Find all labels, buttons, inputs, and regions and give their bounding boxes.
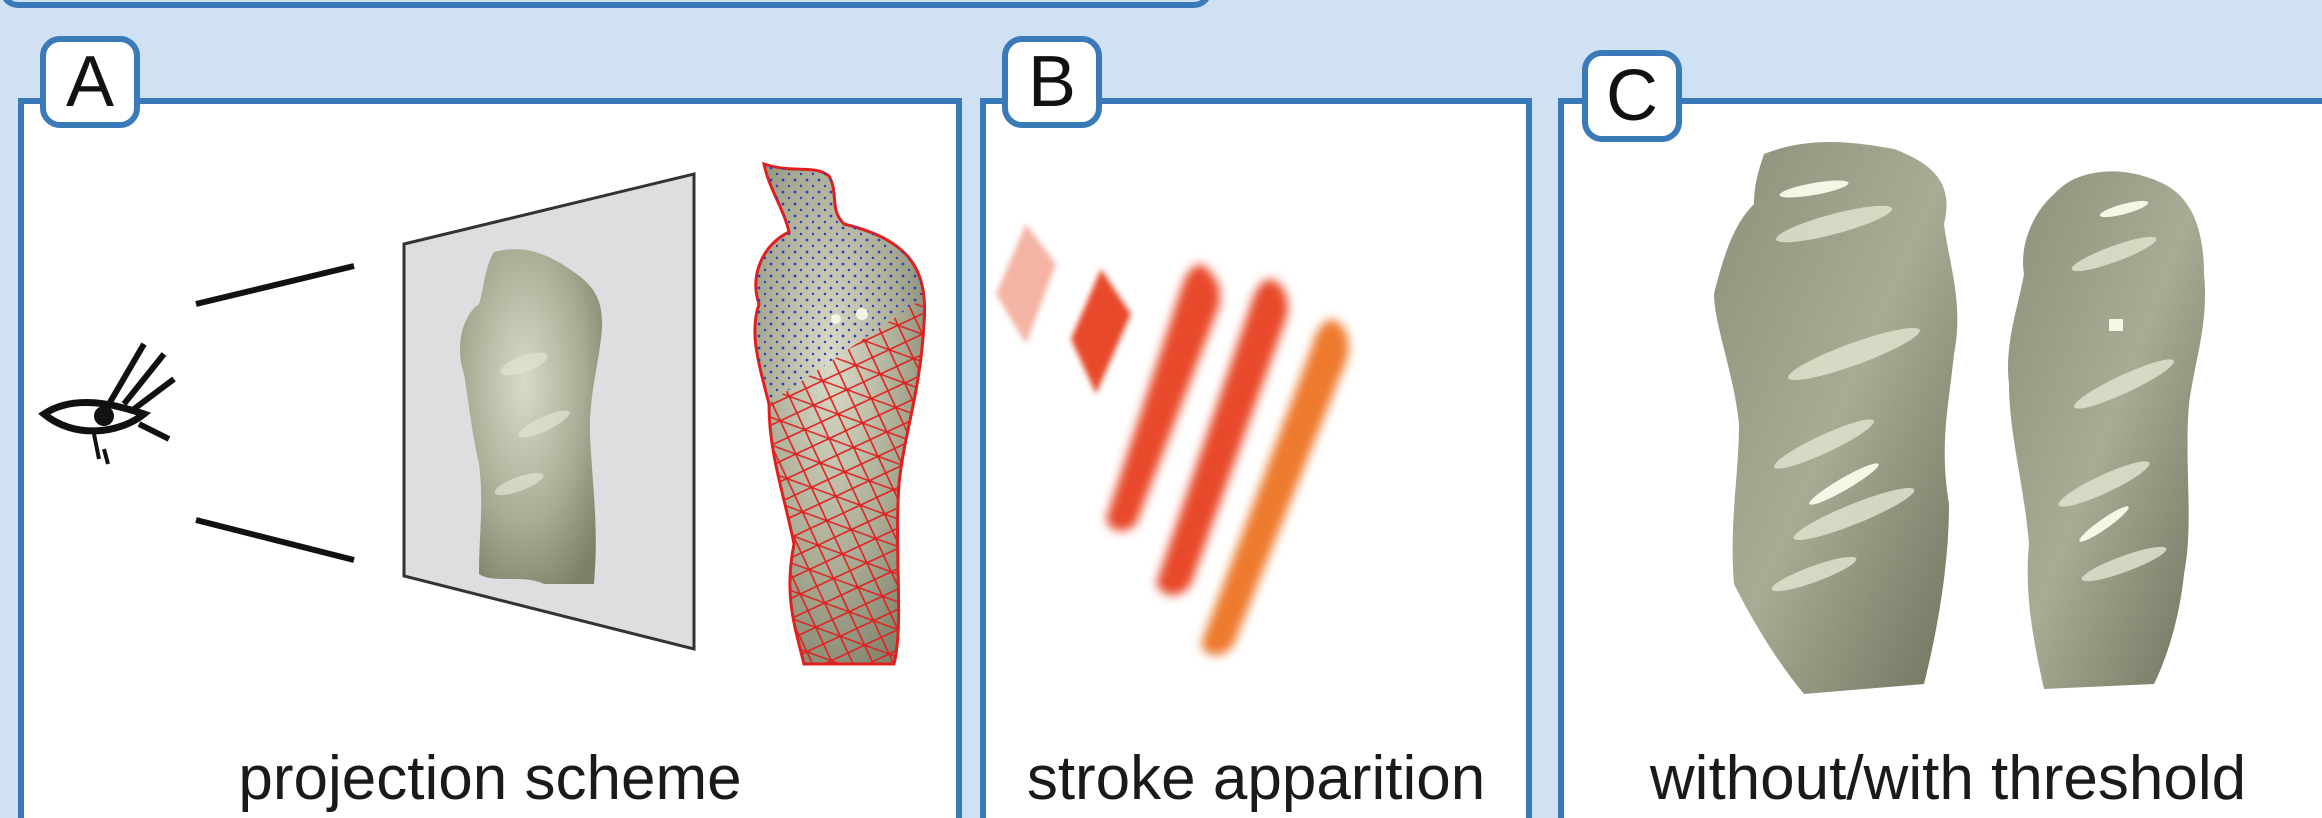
- panel-b-label: B: [1002, 36, 1102, 128]
- panel-c-label: C: [1582, 50, 1682, 142]
- torso-with-threshold: [2008, 171, 2205, 689]
- eye-icon: [44, 344, 174, 464]
- panel-c-caption: without/with threshold: [1564, 743, 2322, 814]
- panel-b: stroke apparition: [980, 98, 1532, 818]
- panel-b-caption: stroke apparition: [986, 743, 1526, 814]
- projection-scheme-illustration: [24, 104, 962, 818]
- top-frame-bar: [0, 0, 1212, 8]
- projection-line-bottom: [196, 520, 354, 560]
- projection-line-top: [196, 266, 354, 304]
- panel-a: projection scheme: [18, 98, 962, 818]
- threshold-comparison-illustration: [1564, 104, 2322, 818]
- panel-a-label: A: [40, 36, 140, 128]
- torso-mesh-model: [724, 144, 944, 704]
- stroke-apparition-illustration: [986, 104, 1532, 818]
- stroke-2: [1071, 269, 1131, 394]
- panel-c: without/with threshold: [1558, 98, 2322, 818]
- panel-a-caption: projection scheme: [24, 743, 956, 814]
- torso-without-threshold: [1714, 142, 1957, 694]
- stroke-1: [996, 224, 1056, 344]
- projected-sculpture: [460, 249, 602, 584]
